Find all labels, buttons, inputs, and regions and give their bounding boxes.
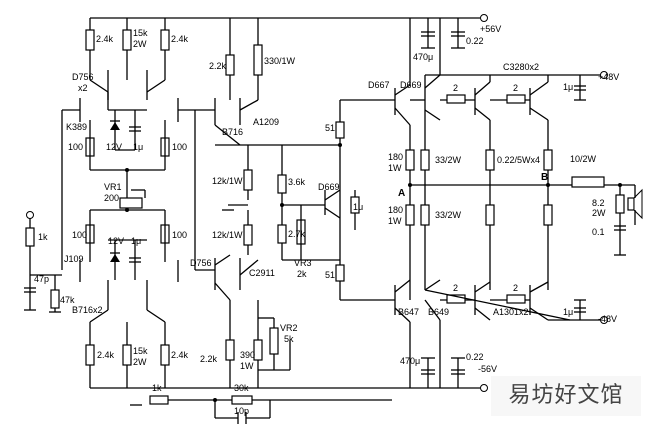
label-r8: 100 [72, 230, 87, 240]
label-c10: 0.22 [466, 352, 484, 362]
label-c6: 0.1 [592, 227, 605, 237]
label-r28: 33/2W [435, 210, 462, 220]
label-r12: 2.4k [97, 350, 115, 360]
label-j109: J109 [64, 254, 84, 264]
label-c11: 1μ [563, 82, 573, 92]
label-r30: 2 [513, 83, 518, 93]
label-r25: 180 [388, 152, 403, 162]
node-a-label: A [398, 188, 405, 199]
label-r13b: 2W [133, 357, 147, 367]
label-vr3: VR3 [294, 258, 312, 268]
label-r10: 1k [38, 232, 48, 242]
label-r5: 330/1W [264, 56, 296, 66]
label-r13: 15k [133, 346, 148, 356]
label-c3: 47p [34, 274, 49, 284]
label-r26b: 1W [388, 216, 402, 226]
label-vr2v: 5k [284, 334, 294, 344]
label-r7: 100 [172, 142, 187, 152]
label-vr1: VR1 [104, 182, 122, 192]
label-vpos: +56V [480, 24, 501, 34]
label-r15: 1k [152, 383, 162, 393]
label-r20: 2.7k [288, 229, 306, 239]
label-c12: 1μ [563, 307, 573, 317]
label-r2: 15k [133, 28, 148, 38]
label-r26: 180 [388, 205, 403, 215]
label-c4: 10p [234, 406, 249, 416]
label-r18: 12k/1W [212, 230, 243, 240]
label-c7: 470μ [413, 52, 433, 62]
label-r27: 33/2W [435, 155, 462, 165]
label-b716x2: B716x2 [72, 305, 103, 315]
watermark: 易坊好文馆 [491, 376, 641, 416]
label-r22b: 1W [240, 361, 254, 371]
label-r21: 2.2k [200, 354, 218, 364]
label-r14: 2.4k [171, 350, 189, 360]
label-c3280: C3280x2 [503, 62, 539, 72]
label-k389: K389 [66, 122, 87, 132]
label-c8: 0.22 [466, 36, 484, 46]
label-r22: 390 [240, 350, 255, 360]
label-r16: 30k [234, 383, 249, 393]
label-b716: B716 [222, 127, 243, 137]
label-c9: 470μ [400, 356, 420, 366]
label-r34: 8.2 [592, 198, 605, 208]
node-b-label: B [541, 172, 548, 183]
label-r19: 3.6k [288, 177, 306, 187]
label-r25b: 1W [388, 163, 402, 173]
label-v48: +48V [598, 72, 619, 82]
label-r6: 100 [68, 142, 83, 152]
label-r17: 12k/1W [212, 176, 243, 186]
label-r1: 2.4k [96, 34, 114, 44]
label-z2: 12V [108, 236, 124, 246]
label-b647: B647 [398, 307, 419, 317]
label-c1: 1μ [133, 142, 143, 152]
label-r2b: 2W [133, 39, 147, 49]
label-r34b: 2W [592, 208, 606, 218]
label-q1b: x2 [78, 83, 88, 93]
label-vr2: VR2 [280, 323, 298, 333]
label-a1209: A1209 [253, 117, 279, 127]
label-r3: 2.4k [171, 34, 189, 44]
label-c2911: C2911 [249, 268, 275, 278]
label-q1: D756 [72, 72, 94, 82]
label-r31: 2 [453, 283, 458, 293]
label-d669a: D669 [318, 182, 340, 192]
label-r9: 100 [172, 230, 187, 240]
label-vn48: -48V [598, 314, 617, 324]
label-r23: 51 [325, 123, 335, 133]
label-l1: 10/2W [570, 154, 597, 164]
label-r29: 2 [453, 83, 458, 93]
label-a1301: A1301x2 [493, 307, 529, 317]
label-c5: 1μ [353, 202, 363, 212]
label-z1: 12V [106, 142, 122, 152]
label-vr3v: 2k [297, 269, 307, 279]
label-d756b: D756 [190, 258, 212, 268]
label-vneg: -56V [478, 364, 497, 374]
label-b649: B649 [428, 307, 449, 317]
label-c2: 1μ [131, 236, 141, 246]
label-vr1v: 200 [104, 193, 119, 203]
label-r24: 51 [325, 270, 335, 280]
label-r33: 0.22/5Wx4 [497, 155, 540, 165]
label-r11: 47k [60, 295, 75, 305]
label-d667: D667 [368, 80, 390, 90]
label-r32: 2 [513, 283, 518, 293]
label-d669b: D669 [400, 80, 422, 90]
label-r4: 2.2k [209, 61, 227, 71]
